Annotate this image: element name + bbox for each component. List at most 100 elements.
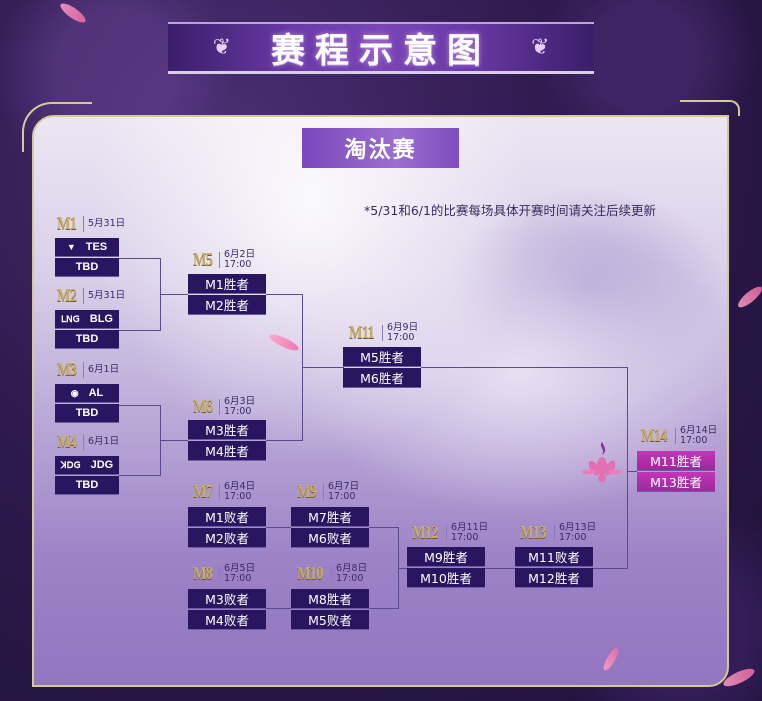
divider	[83, 215, 84, 232]
bracket-slot[interactable]: M6败者	[291, 528, 369, 548]
team-slot[interactable]: ▼ TES	[55, 238, 119, 257]
header-banner: ❦ 赛程示意图 ❦	[168, 22, 594, 74]
team-slot[interactable]: TBD	[55, 330, 119, 349]
match-id: M9	[297, 481, 317, 501]
team-slot[interactable]: ꓘꓓꓖ JDG	[55, 456, 119, 475]
corner-ornament	[22, 102, 92, 152]
match-date: 6月1日	[88, 435, 120, 447]
match-header-m1: M1 5月31日	[57, 213, 125, 234]
bracket-slot[interactable]: M7胜者	[291, 507, 369, 527]
divider	[83, 287, 84, 304]
team-name: AL	[88, 387, 104, 399]
al-logo-icon: ◉	[70, 387, 79, 398]
divider	[554, 524, 555, 541]
tes-logo-icon: ▼	[66, 242, 76, 252]
match-id: M3	[57, 359, 77, 379]
match-header-m2: M2 5月31日	[57, 285, 125, 306]
team-name: TBD	[75, 407, 99, 419]
connector-line	[266, 527, 291, 528]
bracket-slot[interactable]: M5胜者	[343, 347, 421, 367]
bracket-slot[interactable]: M12胜者	[515, 568, 593, 588]
bracket-slot[interactable]: M4胜者	[188, 441, 266, 461]
connector-line	[160, 440, 188, 441]
connector-line	[369, 527, 399, 528]
match-date: 5月31日	[88, 289, 126, 301]
connector-line	[398, 568, 407, 569]
team-slot[interactable]: TBD	[55, 476, 119, 495]
bracket-slot[interactable]: M6胜者	[343, 368, 421, 388]
final-slot[interactable]: M13胜者	[637, 472, 715, 492]
match-header-m4: M4 6月1日	[57, 431, 119, 452]
divider	[323, 483, 324, 500]
bracket-slot[interactable]: M8胜者	[291, 589, 369, 609]
match-id: M14	[641, 425, 667, 445]
bracket-slot[interactable]: M1胜者	[188, 274, 266, 294]
team-slot[interactable]: TBD	[55, 404, 119, 423]
team-name: JDG	[90, 459, 114, 471]
bracket-slot[interactable]: M2败者	[188, 528, 266, 548]
match-id: M11	[349, 322, 375, 342]
team-slot[interactable]: TBD	[55, 258, 119, 277]
divider	[219, 251, 220, 268]
connector-line	[266, 294, 303, 295]
match-date: 5月31日	[88, 217, 126, 229]
connector-line	[485, 568, 515, 569]
bracket-slot[interactable]: M9胜者	[407, 547, 485, 567]
connector-line	[119, 330, 161, 331]
divider	[83, 361, 84, 378]
divider	[219, 398, 220, 415]
connector-line	[627, 471, 637, 472]
team-slot[interactable]: ꓡꓠꓖ BLG	[55, 310, 119, 329]
divider	[382, 324, 383, 341]
connector-line	[421, 367, 628, 368]
bracket-slot[interactable]: M10胜者	[407, 568, 485, 588]
bracket-slot[interactable]: M1败者	[188, 507, 266, 527]
bracket-slot[interactable]: M3败者	[188, 589, 266, 609]
bracket-slot[interactable]: M3胜者	[188, 420, 266, 440]
connector-line	[266, 608, 291, 609]
team-slot[interactable]: ◉ AL	[55, 384, 119, 403]
lotus-trophy-icon	[582, 442, 622, 482]
blg-logo-icon: ꓡꓠꓖ	[61, 313, 80, 324]
match-id: M6	[193, 396, 213, 416]
divider	[446, 524, 447, 541]
match-id: M12	[412, 522, 438, 542]
connector-line	[119, 405, 161, 406]
team-name: TBD	[75, 479, 99, 491]
bracket-slot[interactable]: M2胜者	[188, 295, 266, 315]
section-tag-knockout: 淘汰赛	[302, 128, 459, 168]
bracket-slot[interactable]: M4败者	[188, 610, 266, 630]
bracket-slot[interactable]: M11败者	[515, 547, 593, 567]
final-slot[interactable]: M11胜者	[637, 451, 715, 471]
connector-line	[369, 608, 399, 609]
bracket-slot[interactable]: M5败者	[291, 610, 369, 630]
match-id: M13	[520, 522, 546, 542]
connector-line	[266, 440, 303, 441]
divider	[83, 433, 84, 450]
jdg-logo-icon: ꓘꓓꓖ	[60, 459, 81, 470]
divider	[675, 427, 676, 444]
corner-ornament	[680, 100, 740, 116]
flower-ornament-icon: ❦	[531, 34, 550, 60]
page-title: 赛程示意图	[271, 31, 491, 71]
divider	[219, 565, 220, 582]
connector-line	[119, 475, 161, 476]
team-name: TBD	[75, 261, 99, 273]
divider	[219, 483, 220, 500]
